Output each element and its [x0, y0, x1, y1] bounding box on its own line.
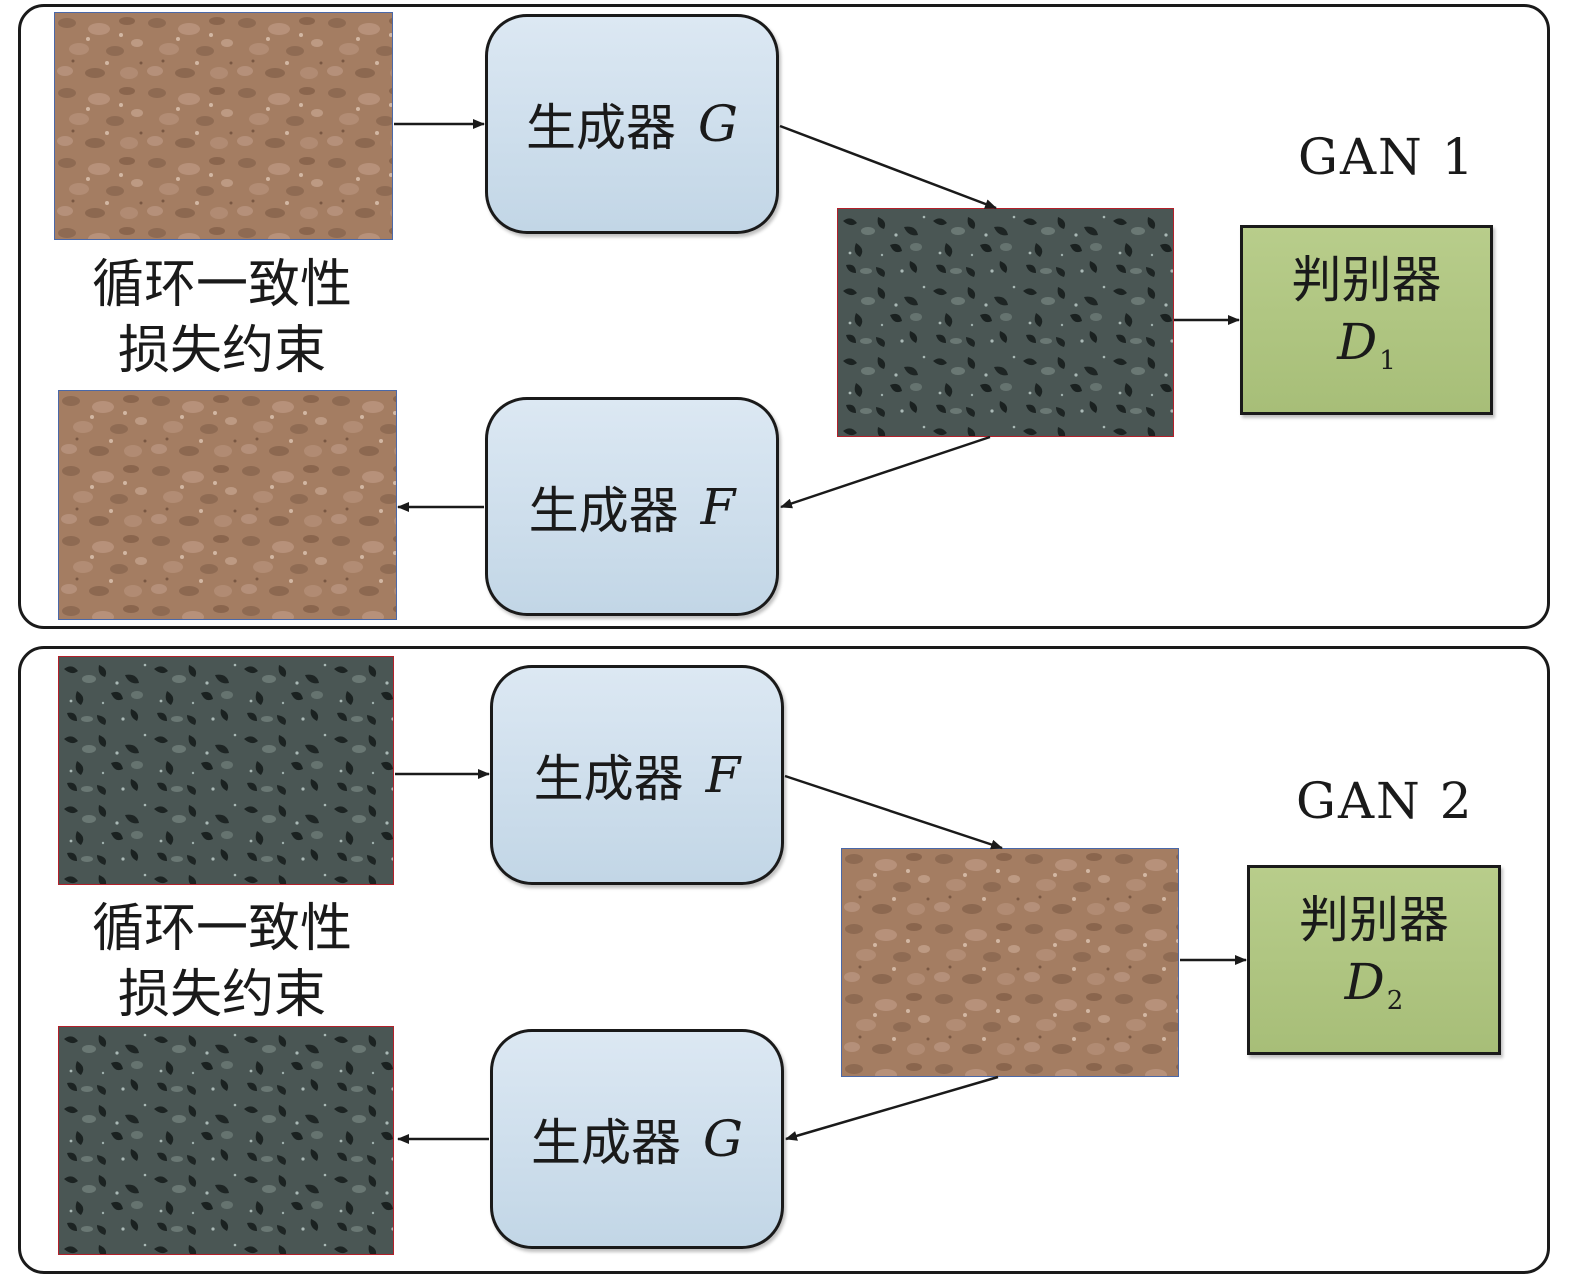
texture-image-input-2: [58, 656, 394, 885]
arrow-generator-to-translated-2: [784, 774, 1003, 850]
texture-image-translated-2: [841, 848, 1179, 1077]
arrow-translated-to-generator-1: [780, 435, 991, 509]
generator-g-top: 生成器 G: [485, 14, 779, 234]
arrow-translated-to-generator-2: [785, 1075, 999, 1141]
gan-1-label: GAN 1: [1298, 128, 1476, 186]
gan-2-label: GAN 2: [1296, 772, 1474, 830]
cycle-consistency-note-2: 循环一致性 损失约束: [72, 896, 372, 1028]
discriminator-d1: 判别器 D1: [1240, 225, 1493, 415]
generator-g-bottom: 生成器 G: [490, 1029, 784, 1249]
note-line-2: 损失约束: [117, 965, 326, 1025]
note-line-2: 损失约束: [117, 321, 326, 381]
discriminator-symbol: D2: [1344, 952, 1404, 1016]
discriminator-d2: 判别器 D2: [1247, 865, 1501, 1055]
generator-label: 生成器: [526, 99, 677, 157]
texture-image-translated-1: [837, 208, 1174, 437]
discriminator-label: 判别器: [1299, 890, 1449, 949]
generator-symbol: F: [700, 477, 736, 536]
generator-symbol: G: [698, 95, 738, 153]
discriminator-symbol: D1: [1337, 312, 1396, 376]
arrow-generator-to-translated-1: [779, 124, 997, 210]
note-line-1: 循环一致性: [91, 899, 352, 959]
generator-symbol: G: [703, 1110, 743, 1168]
generator-f-top: 生成器 F: [490, 665, 784, 885]
texture-image-input-1: [54, 12, 393, 240]
generator-label: 生成器: [528, 481, 679, 540]
generator-label: 生成器: [531, 1114, 682, 1172]
generator-label: 生成器: [533, 750, 684, 808]
cycle-consistency-note-1: 循环一致性 损失约束: [72, 252, 372, 384]
texture-image-reconstructed-1: [58, 390, 397, 620]
generator-symbol: F: [705, 746, 741, 804]
note-line-1: 循环一致性: [91, 255, 352, 315]
texture-image-reconstructed-2: [58, 1026, 394, 1255]
discriminator-label: 判别器: [1291, 250, 1442, 309]
generator-f-bottom: 生成器 F: [485, 397, 779, 616]
